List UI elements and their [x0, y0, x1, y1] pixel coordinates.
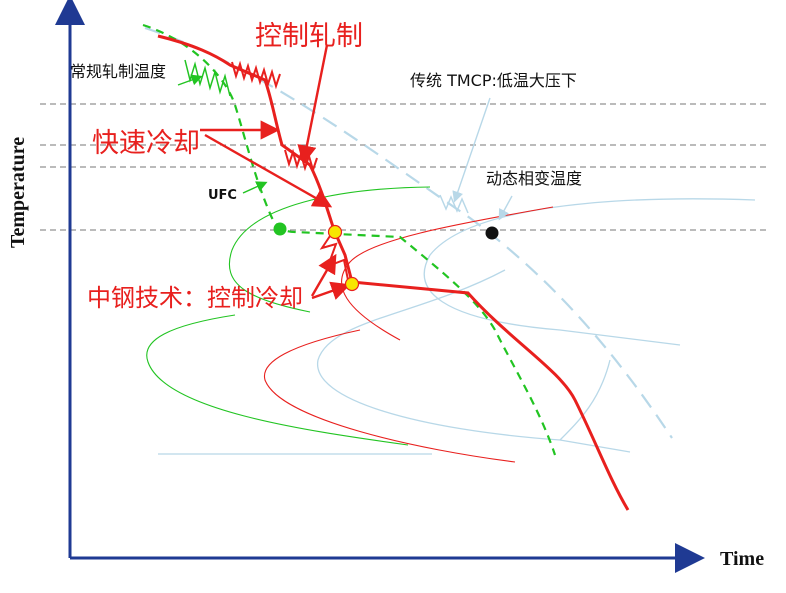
- red-process-path: [157, 34, 630, 511]
- blue-arrows: [452, 97, 513, 221]
- y-axis-label: Temperature: [7, 136, 29, 248]
- reference-lines: [40, 103, 766, 231]
- yellow-marker-2: [344, 276, 360, 292]
- blue-curve-upper: [423, 198, 756, 346]
- red-cct-curves: [263, 206, 554, 463]
- arrow-conventional-temp: [177, 74, 203, 86]
- red-curve-upper: [341, 206, 554, 341]
- green-arrows: [177, 74, 268, 194]
- arrow-ufc: [242, 181, 268, 194]
- green-curve-lower: [146, 314, 409, 446]
- zhonggang-tech-label: 中钢技术：控制冷却: [87, 284, 303, 312]
- red-curve-lower: [263, 329, 516, 463]
- red-zigzag-1: [231, 60, 281, 90]
- ufc-label: UFC: [208, 188, 237, 203]
- blue-curve-tail: [559, 359, 611, 441]
- black-marker: [485, 226, 499, 240]
- yellow-marker-1: [327, 224, 343, 240]
- arrow-fast-cooling-2: [204, 133, 333, 208]
- transformation-temp-label: 动态相变温度: [486, 169, 583, 188]
- arrow-controlled-rolling: [297, 44, 329, 165]
- traditional-tmcp-zigzag: [439, 194, 469, 214]
- controlled-rolling-label: 控制轧制: [255, 21, 363, 52]
- blue-cct-curves: [158, 198, 756, 455]
- fast-cooling-label: 快速冷却: [92, 128, 200, 159]
- traditional-tmcp-path: [144, 26, 673, 439]
- arrow-zhonggang-2: [311, 281, 351, 300]
- blue-curve-lower: [317, 269, 631, 453]
- ufc-path: [142, 23, 557, 456]
- traditional-tmcp-label: 传统 TMCP:低温大压下: [410, 71, 577, 90]
- conventional-zigzag: [184, 59, 231, 97]
- conventional-rolling-temp-label: 常规轧制温度: [70, 62, 167, 81]
- arrow-traditional-tmcp: [452, 97, 491, 203]
- axes: [55, 0, 705, 573]
- green-marker: [273, 222, 287, 236]
- arrow-transformation-temp: [498, 195, 513, 221]
- red-arrows: [200, 44, 351, 300]
- green-curve-upper: [228, 186, 431, 313]
- arrow-zhonggang-1: [310, 253, 337, 297]
- green-cct-curves: [146, 186, 431, 446]
- x-axis-label: Time: [720, 548, 765, 570]
